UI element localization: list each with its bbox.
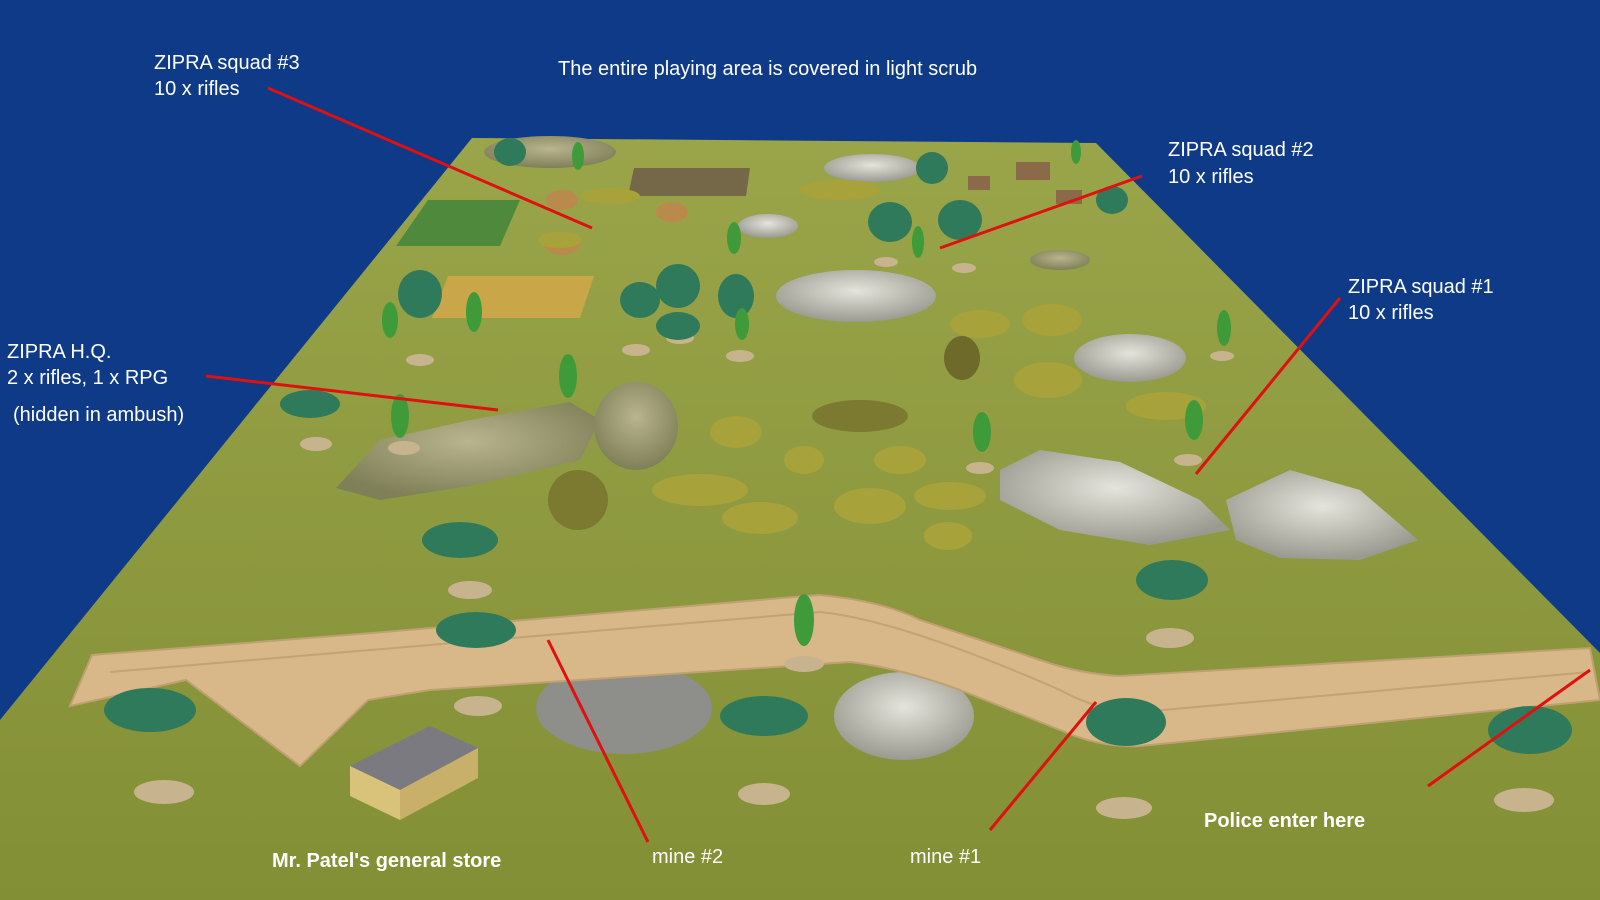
pointer-police [1427, 668, 1591, 788]
squad1-name: ZIPRA squad #1 [1348, 276, 1494, 298]
yellow-crop-field [432, 276, 594, 318]
scrub-note: The entire playing area is covered in li… [558, 58, 978, 80]
pointer-squad2 [939, 174, 1143, 250]
general-store-building [350, 726, 478, 820]
mine2-label: mine #2 [652, 846, 724, 868]
pointer-lines [205, 86, 1591, 843]
green-crop-field [396, 200, 520, 246]
pointer-mine2 [546, 639, 650, 843]
poplar-trees [382, 140, 1231, 646]
scrub-patches [538, 180, 1206, 550]
rock-outcrops [336, 136, 1418, 760]
pointer-mine1 [988, 701, 1098, 831]
squad2-detail: 10 x rifles [1168, 166, 1254, 188]
pointer-hq [205, 374, 499, 412]
squad3-name: ZIPRA squad #3 [154, 52, 300, 74]
squad3-detail: 10 x rifles [154, 78, 240, 100]
hq-status: (hidden in ambush) [13, 404, 185, 426]
store-label: Mr. Patel's general store [272, 850, 502, 872]
mine1-label: mine #1 [910, 846, 982, 868]
pointer-squad3 [267, 86, 593, 230]
palm-trees [104, 138, 1572, 754]
squad2-name: ZIPRA squad #2 [1168, 139, 1314, 161]
pointer-squad1 [1194, 297, 1342, 475]
squad1-detail: 10 x rifles [1348, 302, 1434, 324]
ploughed-field [628, 168, 750, 196]
hq-detail: 2 x rifles, 1 x RPG [7, 367, 169, 389]
hq-name: ZIPRA H.Q. [7, 341, 112, 363]
police-entry-label: Police enter here [1204, 810, 1366, 832]
